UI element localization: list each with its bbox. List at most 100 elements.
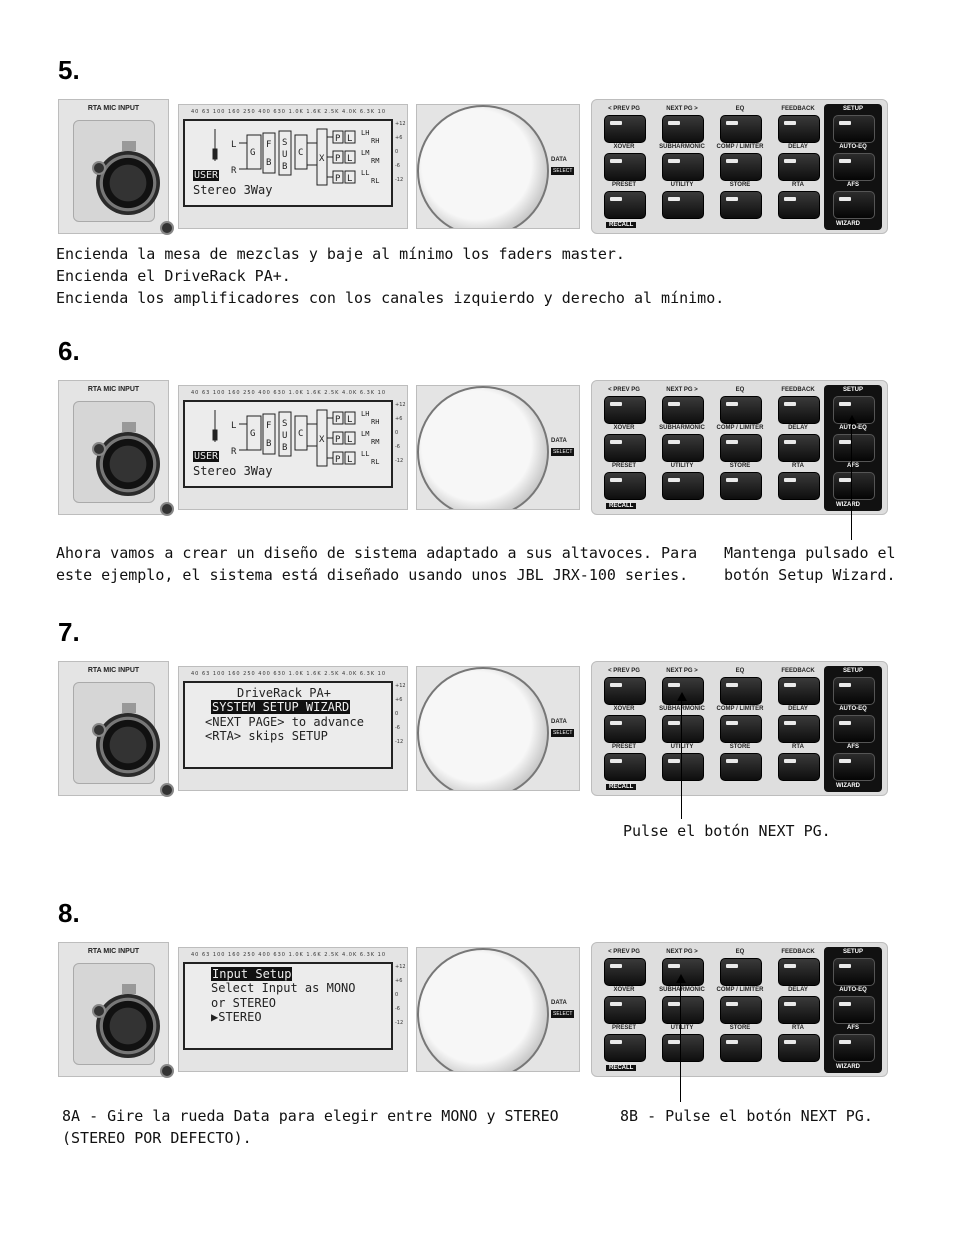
step-8-callout: 8B - Pulse el botón NEXT PG. bbox=[620, 1105, 873, 1127]
utility-button[interactable]: UTILITY bbox=[656, 744, 708, 781]
data-wheel[interactable] bbox=[417, 667, 549, 790]
delay-button[interactable]: DELAY bbox=[772, 144, 824, 181]
comp-limiter-button[interactable]: COMP / LIMITER bbox=[714, 425, 766, 462]
svg-text:G: G bbox=[250, 429, 255, 439]
prev-pg-button[interactable]: < PREV PG bbox=[598, 949, 650, 986]
prev-pg-button[interactable]: < PREV PG bbox=[598, 387, 650, 424]
preset-button[interactable]: PRESET bbox=[598, 1025, 650, 1062]
setup-button[interactable]: SETUP bbox=[827, 106, 879, 143]
store-button[interactable]: STORE bbox=[714, 463, 766, 500]
output-label: RM bbox=[371, 438, 380, 446]
setup-button[interactable]: SETUP bbox=[827, 668, 879, 705]
afs-button[interactable]: AFS bbox=[827, 463, 879, 500]
subharmonic-button[interactable]: SUBHARMONIC bbox=[656, 987, 708, 1024]
xover-button[interactable]: XOVER bbox=[598, 987, 650, 1024]
delay-button[interactable]: DELAY bbox=[772, 425, 824, 462]
xlr-jack-icon[interactable] bbox=[96, 151, 160, 215]
lcd-line-highlight: Input Setup bbox=[211, 967, 293, 981]
user-badge: USER bbox=[193, 451, 220, 462]
subharmonic-button[interactable]: SUBHARMONIC bbox=[656, 144, 708, 181]
afs-button[interactable]: AFS bbox=[827, 1025, 879, 1062]
xlr-jack-icon[interactable] bbox=[96, 432, 160, 496]
lcd-line: or STEREO bbox=[211, 996, 277, 1010]
next-pg-button[interactable]: NEXT PG > bbox=[656, 668, 708, 705]
svg-text:S: S bbox=[282, 138, 287, 148]
prev-pg-button[interactable]: < PREV PG bbox=[598, 668, 650, 705]
xover-button[interactable]: XOVER bbox=[598, 144, 650, 181]
device-front-panel: RTA MIC INPUT 40 63 100 160 250 400 630 … bbox=[58, 661, 888, 797]
rta-button[interactable]: RTA bbox=[772, 744, 824, 781]
afs-button[interactable]: AFS bbox=[827, 744, 879, 781]
utility-button[interactable]: UTILITY bbox=[656, 1025, 708, 1062]
comp-limiter-button[interactable]: COMP / LIMITER bbox=[714, 706, 766, 743]
phantom-switch[interactable] bbox=[122, 703, 136, 713]
eq-button[interactable]: EQ bbox=[714, 106, 766, 143]
svg-text:G: G bbox=[250, 148, 255, 158]
feedback-button[interactable]: FEEDBACK bbox=[772, 668, 824, 705]
delay-button[interactable]: DELAY bbox=[772, 987, 824, 1024]
data-wheel-panel: DATA SELECT bbox=[416, 666, 580, 791]
lcd-line: ▶STEREO bbox=[211, 1010, 262, 1024]
lcd-display-frame: 40 63 100 160 250 400 630 1.0K 1.6K 2.5K… bbox=[178, 104, 408, 229]
preset-button[interactable]: PRESET bbox=[598, 463, 650, 500]
store-button[interactable]: STORE bbox=[714, 1025, 766, 1062]
data-wheel[interactable] bbox=[417, 386, 549, 509]
auto-eq-button[interactable]: AUTO-EQ bbox=[827, 144, 879, 181]
utility-button[interactable]: UTILITY bbox=[656, 463, 708, 500]
data-wheel[interactable] bbox=[417, 948, 549, 1071]
subharmonic-button[interactable]: SUBHARMONIC bbox=[656, 706, 708, 743]
step-number: 6. bbox=[58, 336, 80, 366]
auto-eq-button[interactable]: AUTO-EQ bbox=[827, 987, 879, 1024]
subharmonic-button[interactable]: SUBHARMONIC bbox=[656, 425, 708, 462]
rta-button[interactable]: RTA bbox=[772, 1025, 824, 1062]
setup-column: SETUP AUTO-EQ AFS WIZARD bbox=[824, 104, 882, 230]
phantom-switch[interactable] bbox=[122, 984, 136, 994]
lcd-display-frame: 40 63 100 160 250 400 630 1.0K 1.6K 2.5K… bbox=[178, 385, 408, 510]
data-wheel[interactable] bbox=[417, 105, 549, 228]
rta-button[interactable]: RTA bbox=[772, 182, 824, 219]
feedback-button[interactable]: FEEDBACK bbox=[772, 387, 824, 424]
store-button[interactable]: STORE bbox=[714, 744, 766, 781]
eq-button[interactable]: EQ bbox=[714, 949, 766, 986]
text-line: 8A - Gire la rueda Data para elegir entr… bbox=[62, 1107, 559, 1125]
svg-text:L: L bbox=[231, 421, 236, 431]
prev-pg-button[interactable]: < PREV PG bbox=[598, 106, 650, 143]
setup-button[interactable]: SETUP bbox=[827, 949, 879, 986]
text-line: Encienda los amplificadores con los cana… bbox=[56, 289, 725, 307]
data-label: DATA bbox=[551, 157, 567, 163]
setup-button[interactable]: SETUP bbox=[827, 387, 879, 424]
rta-button[interactable]: RTA bbox=[772, 463, 824, 500]
delay-button[interactable]: DELAY bbox=[772, 706, 824, 743]
next-pg-button[interactable]: NEXT PG > bbox=[656, 106, 708, 143]
feedback-button[interactable]: FEEDBACK bbox=[772, 949, 824, 986]
auto-eq-button[interactable]: AUTO-EQ bbox=[827, 425, 879, 462]
svg-text:L: L bbox=[231, 140, 236, 150]
eq-button[interactable]: EQ bbox=[714, 668, 766, 705]
xover-button[interactable]: XOVER bbox=[598, 706, 650, 743]
phantom-switch[interactable] bbox=[122, 422, 136, 432]
device-front-panel: RTA MIC INPUT 40 63 100 160 250 400 630 … bbox=[58, 99, 888, 235]
afs-button[interactable]: AFS bbox=[827, 182, 879, 219]
feedback-button[interactable]: FEEDBACK bbox=[772, 106, 824, 143]
comp-limiter-button[interactable]: COMP / LIMITER bbox=[714, 144, 766, 181]
xlr-jack-icon[interactable] bbox=[96, 713, 160, 777]
utility-button[interactable]: UTILITY bbox=[656, 182, 708, 219]
preset-button[interactable]: PRESET bbox=[598, 182, 650, 219]
button-panel: < PREV PG NEXT PG > EQ FEEDBACK XOVER SU… bbox=[591, 99, 888, 234]
phantom-switch[interactable] bbox=[122, 141, 136, 151]
wizard-label: WIZARD bbox=[836, 783, 860, 789]
store-button[interactable]: STORE bbox=[714, 182, 766, 219]
svg-text:R: R bbox=[231, 166, 237, 176]
auto-eq-button[interactable]: AUTO-EQ bbox=[827, 706, 879, 743]
eq-button[interactable]: EQ bbox=[714, 387, 766, 424]
comp-limiter-button[interactable]: COMP / LIMITER bbox=[714, 987, 766, 1024]
step-8-text: 8A - Gire la rueda Data para elegir entr… bbox=[62, 1105, 559, 1149]
screw-icon bbox=[92, 723, 106, 737]
next-pg-button[interactable]: NEXT PG > bbox=[656, 387, 708, 424]
xover-button[interactable]: XOVER bbox=[598, 425, 650, 462]
preset-button[interactable]: PRESET bbox=[598, 744, 650, 781]
screw-icon bbox=[92, 161, 106, 175]
xlr-jack-icon[interactable] bbox=[96, 994, 160, 1058]
